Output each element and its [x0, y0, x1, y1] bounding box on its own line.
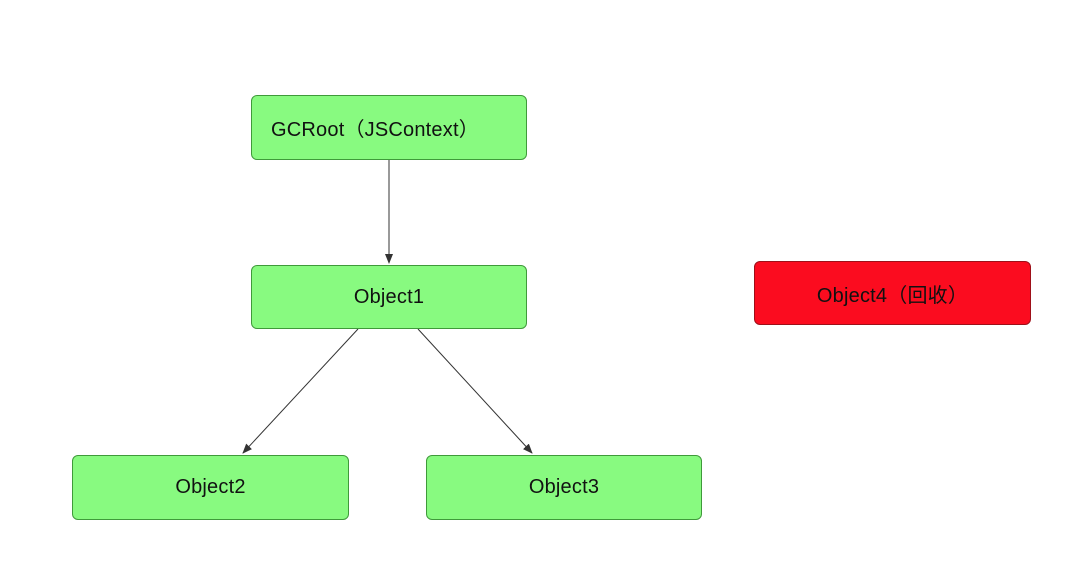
edge-object1-to-object3 [417, 328, 533, 454]
node-object3: Object3 [426, 455, 702, 520]
node-object1: Object1 [251, 265, 527, 329]
node-object4-label: Object4（回收） [816, 284, 969, 307]
node-object1-label: Object1 [353, 285, 425, 308]
node-object2: Object2 [72, 455, 349, 520]
node-gcroot: GCRoot（JSContext） [251, 95, 527, 160]
edge-object1-to-object2 [242, 328, 359, 454]
node-object4-collected: Object4（回收） [754, 261, 1031, 325]
node-gcroot-label: GCRoot（JSContext） [271, 119, 479, 141]
node-object2-label: Object2 [175, 476, 246, 498]
node-object3-label: Object3 [528, 476, 600, 498]
